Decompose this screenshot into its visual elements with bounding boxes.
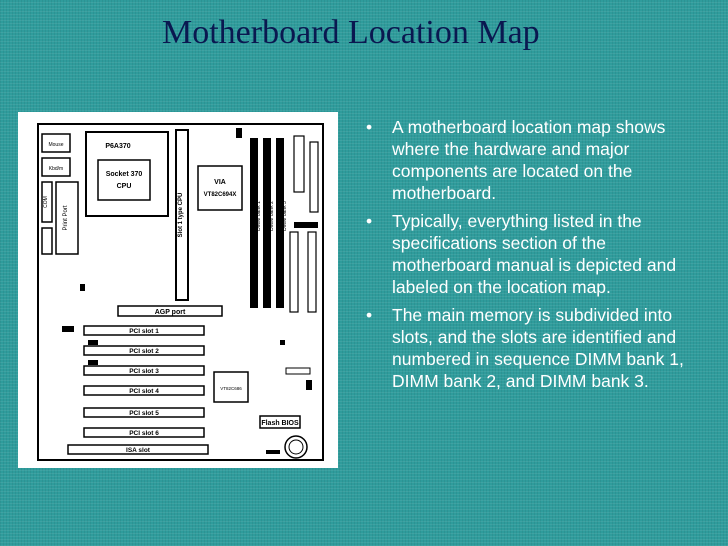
print-port-label: Print Port — [63, 205, 69, 230]
pci-slot-2-label: PCI slot 2 — [129, 348, 159, 355]
jumper-block — [294, 222, 318, 228]
dimm-bank-1-label: DIMM bank 1 — [256, 201, 262, 231]
via-chip-label: VT82C694X — [204, 192, 237, 198]
power-connector — [293, 135, 305, 193]
pci-slot-6-label: PCI slot 6 — [129, 430, 159, 437]
pci-slot-3 — [83, 365, 205, 376]
mouse-port — [41, 133, 71, 153]
bullet-text: The main memory is subdivided into slots… — [392, 305, 684, 391]
slot1-label: Slot 1 type CPU — [178, 193, 184, 238]
slot1-cpu — [175, 129, 189, 301]
p6a370-label: P6A370 — [105, 143, 130, 150]
southbridge-label: VT82C686 — [220, 386, 242, 391]
pci-slot-2 — [83, 345, 205, 356]
dimm-bank-2-label: DIMM bank 2 — [269, 201, 275, 231]
via-label: VIA — [214, 179, 226, 186]
jumper-jp2 — [88, 340, 98, 345]
jumper-jp4 — [280, 340, 285, 345]
jumper-jp1 — [62, 326, 74, 332]
bullet-text: Typically, everything listed in the spec… — [392, 211, 677, 297]
pci-slot-5 — [83, 407, 205, 418]
mouse-label: Mouse — [48, 142, 63, 148]
cmos-battery — [284, 435, 308, 459]
dimm-bank-3-slot — [276, 138, 284, 308]
pci-slot-1 — [83, 325, 205, 336]
flash-bios — [259, 415, 301, 429]
ide-secondary-connector — [307, 231, 317, 313]
via-northbridge — [197, 165, 243, 211]
bullet-item: • A motherboard location map shows where … — [362, 116, 697, 204]
motherboard-location-map: Mouse Kbd/m COM Print Port P6A370 Socket… — [18, 112, 338, 468]
pci-slot-6 — [83, 427, 205, 438]
bullet-marker: • — [366, 305, 373, 325]
socket-370 — [97, 159, 151, 201]
bullet-list: • A motherboard location map shows where … — [362, 116, 697, 398]
pci-slot-4-label: PCI slot 4 — [129, 388, 159, 395]
dimm-bank-1-slot — [250, 138, 258, 308]
bullet-text: A motherboard location map shows where t… — [392, 117, 666, 203]
socket-label: Socket 370 — [106, 171, 143, 178]
dimm-bank-3-label: DIMM bank 3 — [282, 201, 288, 231]
jumper-jp3 — [88, 360, 98, 365]
jumper-jp5 — [306, 380, 312, 390]
com-label: COM — [43, 196, 49, 208]
pci-slot-3-label: PCI slot 3 — [129, 368, 159, 375]
front-panel-header — [266, 450, 280, 454]
agp-label: AGP port — [155, 309, 186, 316]
jumper-group — [285, 367, 311, 375]
slide-title: Motherboard Location Map — [162, 14, 540, 51]
pci-slot-4 — [83, 385, 205, 396]
bullet-marker: • — [366, 117, 373, 137]
keyboard-port — [41, 157, 71, 177]
bullet-marker: • — [366, 211, 373, 231]
floppy-connector — [309, 141, 319, 213]
fan-connector — [236, 128, 242, 138]
ide-primary-connector — [289, 231, 299, 313]
print-port — [55, 181, 79, 255]
motherboard-diagram: Mouse Kbd/m COM Print Port P6A370 Socket… — [37, 123, 324, 461]
cmos-battery-inner — [288, 439, 304, 455]
isa-slot-label: ISA slot — [126, 447, 151, 454]
southbridge-chip — [213, 371, 249, 403]
agp-port — [117, 305, 223, 317]
com2-port — [41, 227, 53, 255]
flash-bios-label: Flash BIOS — [261, 420, 299, 427]
isa-slot — [67, 444, 209, 455]
dimm-bank-2-slot — [263, 138, 271, 308]
pci-slot-1-label: PCI slot 1 — [129, 328, 159, 335]
pci-slot-5-label: PCI slot 5 — [129, 410, 159, 417]
keyboard-label: Kbd/m — [49, 166, 63, 172]
cpu-label: CPU — [117, 183, 132, 190]
bullet-item: • Typically, everything listed in the sp… — [362, 210, 697, 298]
com-port — [41, 181, 53, 223]
battery-jumper — [80, 284, 85, 291]
bullet-item: • The main memory is subdivided into slot… — [362, 304, 697, 392]
